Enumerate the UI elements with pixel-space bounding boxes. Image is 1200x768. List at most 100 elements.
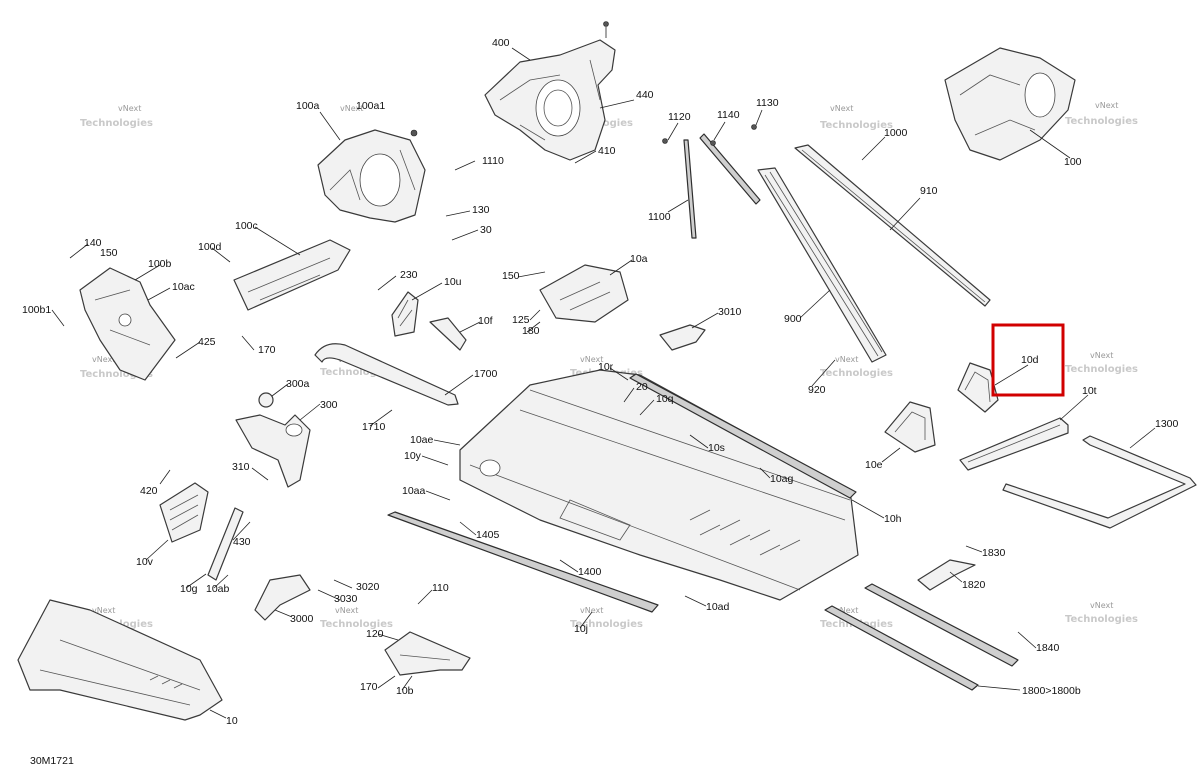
callout-10y[interactable]: 10y: [404, 450, 422, 462]
callout-10v[interactable]: 10v: [136, 556, 154, 568]
callout-10t[interactable]: 10t: [1082, 385, 1097, 397]
part-900-rail[interactable]: [757, 167, 887, 363]
callout-430[interactable]: 430: [233, 536, 251, 548]
callout-10aa[interactable]: 10aa: [402, 485, 426, 497]
callout-10ad[interactable]: 10ad: [706, 601, 730, 613]
callout-900[interactable]: 900: [784, 313, 802, 325]
callout-100b1[interactable]: 100b1: [22, 304, 51, 316]
callout-10s[interactable]: 10s: [708, 442, 725, 454]
part-300-bracket[interactable]: [235, 392, 311, 488]
callout-100d[interactable]: 100d: [198, 241, 222, 253]
callout-150[interactable]: 150: [100, 247, 118, 259]
callout-10r[interactable]: 10r: [598, 361, 614, 373]
part-400-bracket[interactable]: [484, 21, 616, 161]
callout-920[interactable]: 920: [808, 384, 826, 396]
part-1800-rails[interactable]: [824, 583, 1019, 691]
part-10h-rail[interactable]: [629, 373, 857, 499]
part-3010-bracket[interactable]: [659, 324, 706, 351]
callout-10f[interactable]: 10f: [478, 315, 493, 327]
part-10a-tray[interactable]: [539, 264, 629, 323]
callout-180[interactable]: 180: [522, 325, 540, 337]
callout-100c[interactable]: 100c: [235, 220, 258, 232]
callout-10e[interactable]: 10e: [865, 459, 883, 471]
callout-10[interactable]: 10: [226, 715, 238, 727]
callout-300[interactable]: 300: [320, 399, 338, 411]
callout-10ae[interactable]: 10ae: [410, 434, 434, 446]
callout-10h[interactable]: 10h: [884, 513, 902, 525]
callout-170b[interactable]: 170: [360, 681, 378, 693]
callout-1110[interactable]: 1110: [482, 155, 504, 167]
callout-1000[interactable]: 1000: [884, 127, 908, 139]
callout-10ab[interactable]: 10ab: [206, 583, 230, 595]
callout-1100[interactable]: 1100: [648, 211, 671, 223]
callout-400[interactable]: 400: [492, 37, 510, 49]
callout-440[interactable]: 440: [636, 89, 654, 101]
part-1820-bracket[interactable]: [917, 559, 976, 591]
callout-1800[interactable]: 1800>1800b: [1022, 685, 1081, 697]
callout-100a[interactable]: 100a: [296, 100, 320, 112]
callout-10u[interactable]: 10u: [444, 276, 462, 288]
callout-10ac[interactable]: 10ac: [172, 281, 195, 293]
part-100b-bracket[interactable]: [79, 267, 176, 381]
part-3000-bracket[interactable]: [254, 574, 311, 621]
callout-1840[interactable]: 1840: [1036, 642, 1060, 654]
callout-10g[interactable]: 10g: [180, 583, 198, 595]
part-10f-link[interactable]: [429, 317, 467, 351]
callout-1140[interactable]: 1140: [717, 109, 740, 121]
callout-1300[interactable]: 1300: [1155, 418, 1179, 430]
callout-1120[interactable]: 1120: [668, 111, 691, 123]
callout-10b[interactable]: 10b: [396, 685, 414, 697]
callout-1405[interactable]: 1405: [476, 529, 500, 541]
part-1300-bumper[interactable]: [1002, 435, 1197, 529]
callout-110[interactable]: 110: [432, 582, 449, 594]
part-10d-bracket[interactable]: [957, 323, 1065, 413]
part-10t-rail[interactable]: [959, 417, 1069, 471]
callout-150b[interactable]: 150: [502, 270, 520, 282]
callout-3030[interactable]: 3030: [334, 593, 358, 605]
callout-310[interactable]: 310: [232, 461, 250, 473]
callout-3000[interactable]: 3000: [290, 613, 314, 625]
part-100c-plate[interactable]: [233, 239, 351, 311]
callout-125[interactable]: 125: [512, 314, 530, 326]
callout-20[interactable]: 20: [636, 381, 648, 393]
callout-100b[interactable]: 100b: [148, 258, 172, 270]
callout-1130[interactable]: 1130: [756, 97, 779, 109]
callout-230[interactable]: 230: [400, 269, 418, 281]
callout-425[interactable]: 425: [198, 336, 216, 348]
callout-1700[interactable]: 1700: [474, 368, 498, 380]
callout-410[interactable]: 410: [598, 145, 616, 157]
callout-100a1[interactable]: 100a1: [356, 100, 385, 112]
callout-10d[interactable]: 10d: [1021, 354, 1039, 366]
part-10u-bracket[interactable]: [391, 291, 419, 337]
callout-10j[interactable]: 10j: [574, 623, 588, 635]
part-10g-strut[interactable]: [207, 507, 244, 581]
callout-100[interactable]: 100: [1064, 156, 1082, 168]
callout-1710[interactable]: 1710: [362, 421, 386, 433]
part-main-tunnel[interactable]: [459, 369, 859, 601]
callout-910[interactable]: 910: [920, 185, 938, 197]
part-100-frame[interactable]: [944, 47, 1076, 161]
part-10v-grille[interactable]: [159, 482, 209, 543]
callout-10ag[interactable]: 10ag: [770, 473, 794, 485]
callout-120[interactable]: 120: [366, 628, 384, 640]
part-1700-rail[interactable]: [314, 343, 459, 406]
callout-1830[interactable]: 1830: [982, 547, 1006, 559]
callout-1400[interactable]: 1400: [578, 566, 602, 578]
part-100a-frame[interactable]: [317, 129, 426, 223]
callout-130[interactable]: 130: [472, 204, 490, 216]
part-10-skid-plate[interactable]: [17, 599, 223, 721]
callout-1820[interactable]: 1820: [962, 579, 986, 591]
part-10b-plate[interactable]: [384, 631, 471, 676]
callout-30[interactable]: 30: [480, 224, 492, 236]
callout-300a[interactable]: 300a: [286, 378, 310, 390]
part-1400-rail[interactable]: [387, 511, 659, 613]
part-10e-plate[interactable]: [884, 401, 936, 453]
callout-10q[interactable]: 10q: [656, 393, 674, 405]
callout-3020[interactable]: 3020: [356, 581, 380, 593]
callout-420[interactable]: 420: [140, 485, 158, 497]
callout-10a[interactable]: 10a: [630, 253, 648, 265]
callout-140[interactable]: 140: [84, 237, 102, 249]
callout-170[interactable]: 170: [258, 344, 276, 356]
callout-3010[interactable]: 3010: [718, 306, 742, 318]
part-1100-links[interactable]: [662, 124, 761, 239]
